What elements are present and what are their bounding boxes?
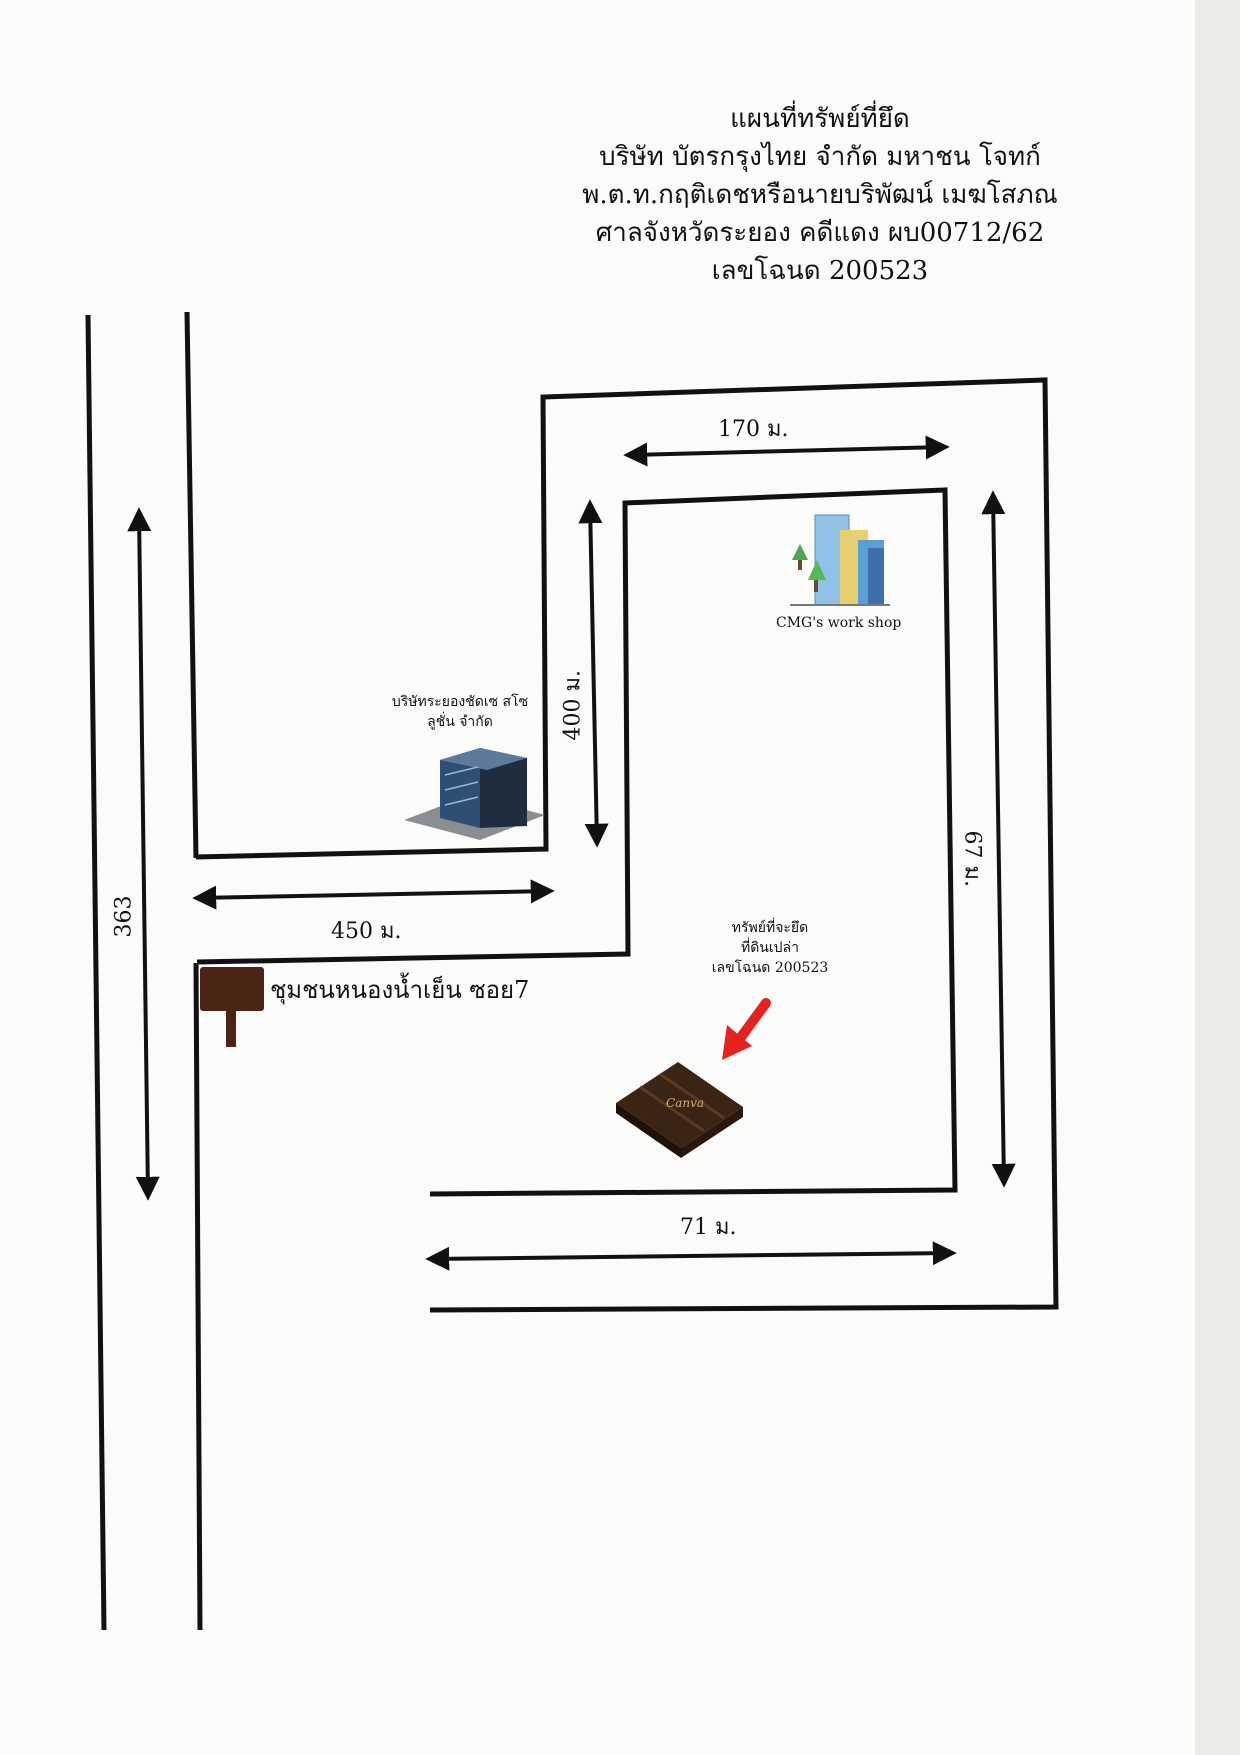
red-arrow-icon [722, 998, 771, 1060]
workshop-label: CMG's work shop [776, 615, 902, 631]
main-road-left-edge [85, 314, 107, 1631]
company-label-line-2: ลูชั่น จำกัด [427, 714, 493, 730]
property-label-line-3: เลขโฉนด 200523 [711, 960, 829, 976]
community-sign-label: ชุมชนหนองน้ำเย็น ซอย7 [270, 976, 530, 1004]
left-450-label: 450 ม. [331, 919, 402, 944]
main-road-right-edge-upper [184, 311, 199, 859]
property-label-line-2: ที่ดินเปล่า [740, 940, 799, 956]
parcel-label: Canva [666, 1096, 704, 1110]
side-street-inner [196, 487, 958, 1197]
title-line-4: ศาลจังหวัดระยอง คดีแดง ผบ00712/62 [595, 218, 1045, 248]
office-building-icon [404, 748, 545, 840]
title-line-5: เลขโฉนด 200523 [711, 256, 929, 286]
title-line-1: แผนที่ทรัพย์ที่ยึด [730, 104, 910, 134]
signpost-icon [200, 967, 264, 1047]
land-parcel-icon [616, 1062, 743, 1158]
bottom-71-arrow [425, 1241, 957, 1271]
property-label-line-1: ทรัพย์ที่จะยึด [731, 920, 809, 936]
right-67-arrow [981, 490, 1016, 1188]
map-title: แผนที่ทรัพย์ที่ยึด บริษัท บัตรกรุงไทย จำ… [560, 100, 1080, 290]
company-label: บริษัทระยองชัดเซ สโซ ลูชั่น จำกัด [385, 692, 535, 732]
right-67-label: 67 ม. [959, 830, 985, 887]
road-363-arrow [127, 507, 160, 1201]
left-450-arrow [192, 879, 555, 910]
top-170-label: 170 ม. [718, 417, 789, 442]
top-170-arrow [623, 435, 950, 467]
title-line-2: บริษัท บัตรกรุงไทย จำกัด มหาชน โจทก์ [599, 142, 1041, 172]
paper-edge [1195, 0, 1240, 1755]
side-street-outer [195, 377, 1059, 1313]
main-road-right-edge-lower [193, 962, 203, 1631]
inner-400-arrow [578, 499, 609, 848]
company-label-line-1: บริษัทระยองชัดเซ สโซ [391, 694, 529, 710]
skyscrapers-icon [790, 514, 890, 606]
inner-400-label: 400 ม. [560, 670, 586, 741]
road-363-label: 363 [111, 895, 137, 938]
bottom-71-label: 71 ม. [680, 1215, 737, 1240]
property-label: ทรัพย์ที่จะยึด ที่ดินเปล่า เลขโฉนด 20052… [700, 918, 840, 978]
title-line-3: พ.ต.ท.กฤติเดชหรือนายบริพัฒน์ เมฆโสภณ [582, 180, 1058, 210]
